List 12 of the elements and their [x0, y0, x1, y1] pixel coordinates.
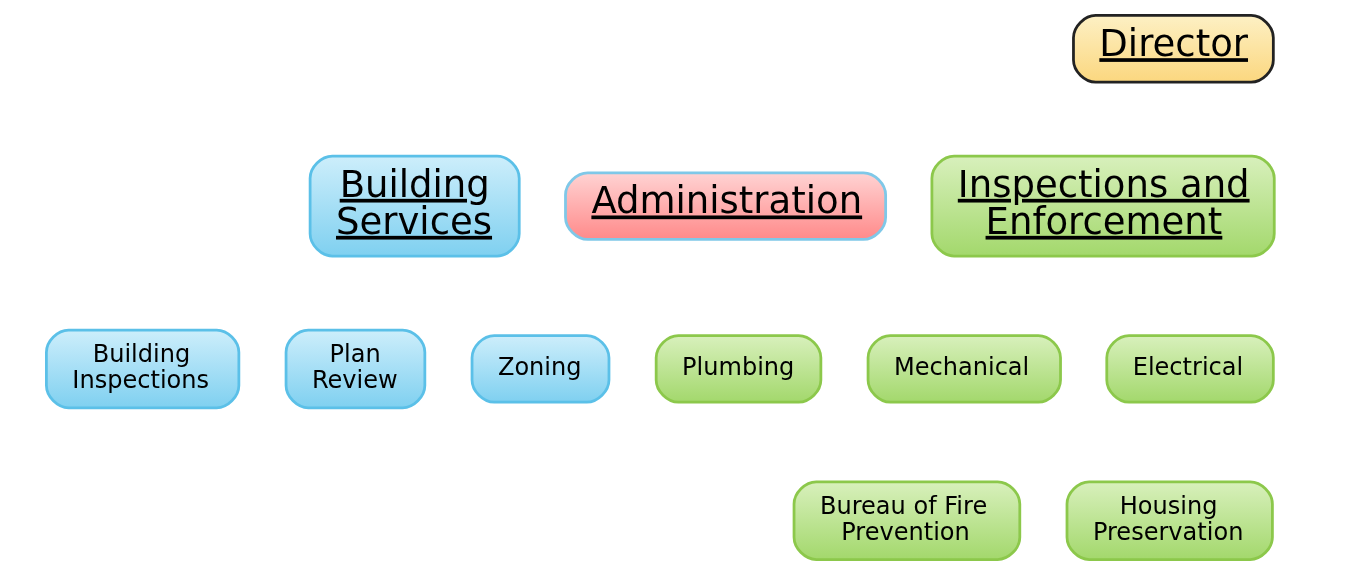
node-box: Building Inspections — [45, 328, 241, 410]
node-box: Bureau of Fire Prevention — [792, 480, 1022, 561]
node-box: Mechanical — [866, 334, 1062, 404]
node-box: Inspections and Enforcement — [930, 154, 1276, 258]
node-box: Housing Preservation — [1065, 480, 1274, 561]
node-box: Zoning — [470, 334, 611, 404]
node-box: Plumbing — [654, 334, 823, 404]
node-box: Director — [1072, 14, 1275, 84]
node-box: Building Services — [308, 154, 521, 258]
node-box: Plan Review — [284, 328, 427, 410]
node-box: Administration — [564, 171, 888, 241]
node-box: Electrical — [1105, 334, 1275, 404]
